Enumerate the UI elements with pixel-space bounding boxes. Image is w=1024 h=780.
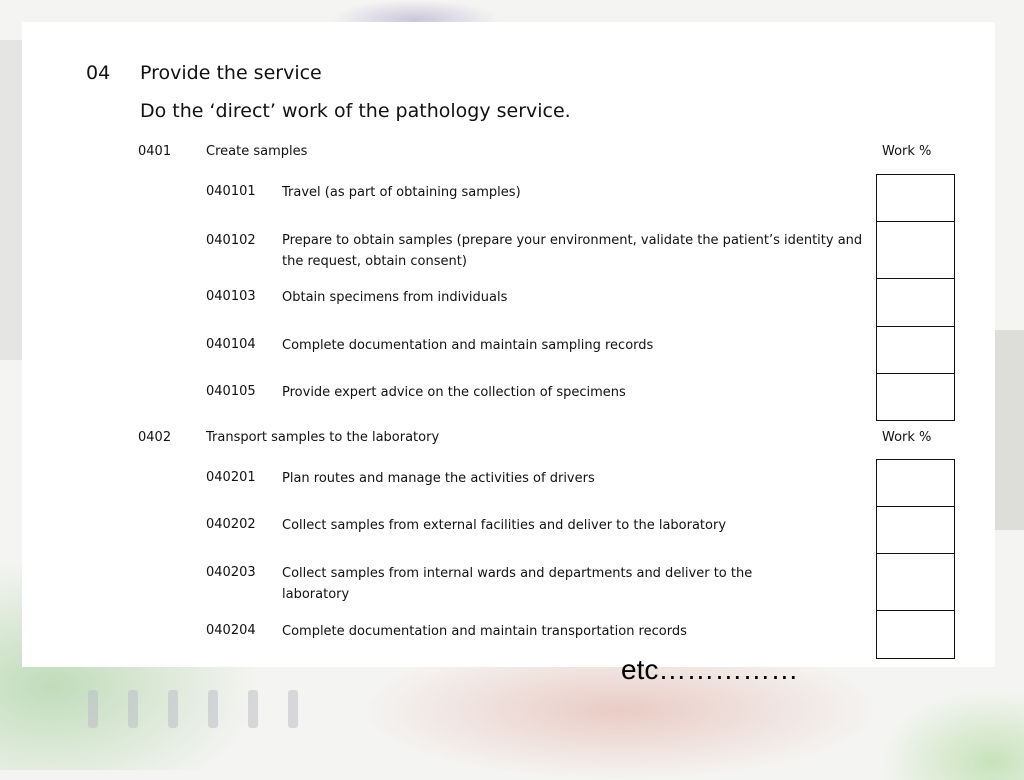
subsection-code: 0401 [138,144,172,159]
continuation-note: etc…………… [621,654,799,685]
item-text: Prepare to obtain samples (prepare your … [282,233,863,269]
background-bars [88,690,298,728]
item-code: 040203 [206,565,256,580]
item-code: 040103 [206,289,256,304]
background-blur-right [880,690,1024,780]
work-percent-box[interactable] [876,221,955,279]
item-text: Plan routes and manage the activities of… [282,471,595,486]
item-text: Collect samples from external facilities… [282,518,727,533]
item-text: Complete documentation and maintain samp… [282,338,654,353]
item-text: Provide expert advice on the collection … [282,385,626,400]
item-code: 040102 [206,233,256,248]
item-code: 040105 [206,384,256,399]
section-number: 04 [86,62,111,84]
item-text: Collect samples from internal wards and … [282,566,753,602]
work-percent-box[interactable] [876,553,955,611]
item-code: 040101 [206,184,256,199]
background-band-left [0,40,22,360]
background-band-right [995,330,1024,530]
item-text: Complete documentation and maintain tran… [282,624,687,639]
section-title: Provide the service [140,62,322,84]
item-text: Travel (as part of obtaining samples) [282,185,521,200]
document-page: 04 Provide the service Do the ‘direct’ w… [22,22,995,667]
work-percent-box[interactable] [876,278,955,327]
work-percent-box[interactable] [876,459,955,507]
work-percent-box[interactable] [876,506,955,554]
subsection-title: Transport samples to the laboratory [206,430,440,445]
section-description: Do the ‘direct’ work of the pathology se… [140,100,571,122]
subsection-code: 0402 [138,430,172,445]
work-percent-box[interactable] [876,174,955,222]
item-code: 040104 [206,337,256,352]
work-percent-box[interactable] [876,373,955,421]
subsection-title: Create samples [206,144,308,159]
work-percent-label: Work % [882,144,932,159]
item-code: 040204 [206,623,256,638]
item-code: 040202 [206,517,256,532]
item-code: 040201 [206,470,256,485]
item-text: Obtain specimens from individuals [282,290,508,305]
work-percent-label: Work % [882,430,932,445]
work-percent-box[interactable] [876,610,955,659]
work-percent-box[interactable] [876,326,955,374]
